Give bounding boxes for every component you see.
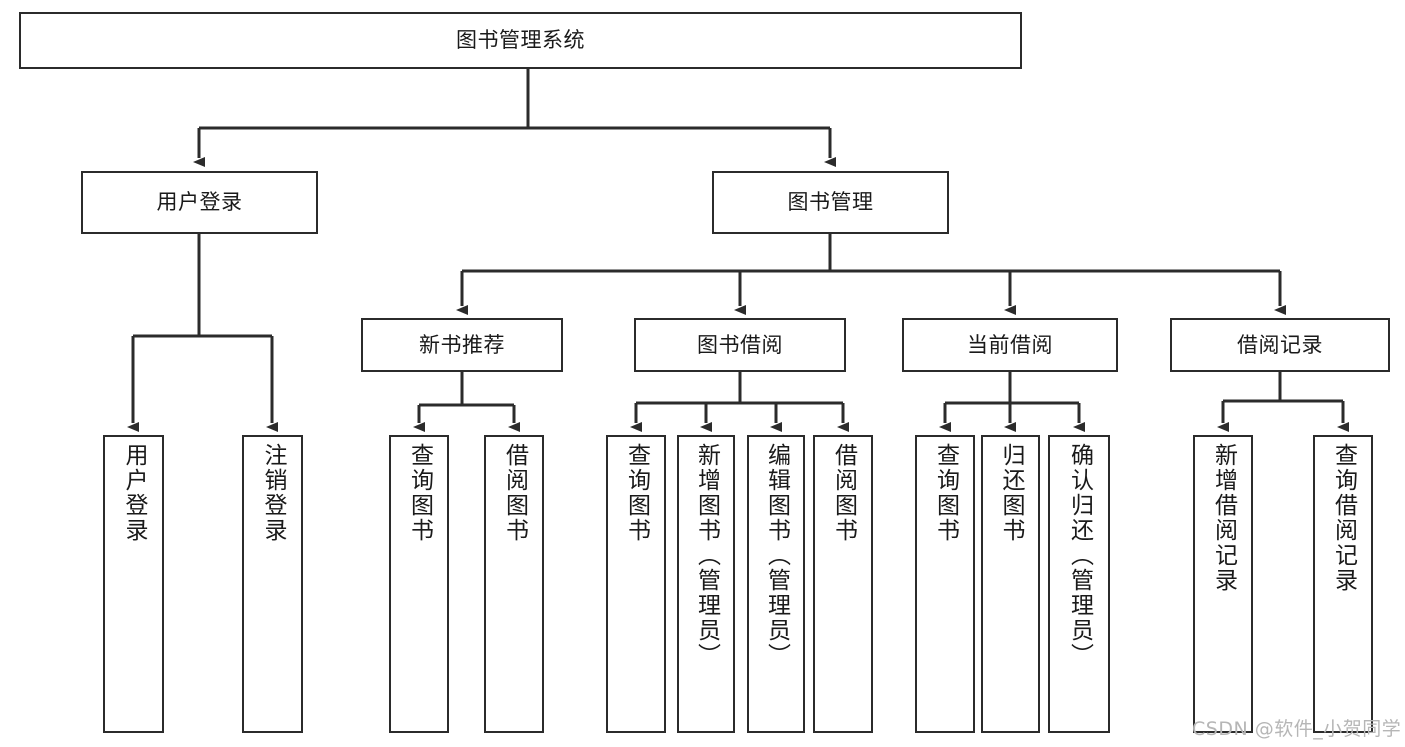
node-leaf-cb-return-book[interactable]: 归还图书 [981, 435, 1040, 733]
node-leaf-cb-query-book[interactable]: 查询图书 [915, 435, 975, 733]
node-leaf-br-add-record-label: 新增借阅记录 [1210, 443, 1237, 593]
node-leaf-user-login-label: 用户登录 [121, 443, 147, 543]
node-leaf-bb-edit-book[interactable]: 编辑图书（管理员） [747, 435, 805, 733]
node-book-manage[interactable]: 图书管理 [712, 171, 949, 234]
node-leaf-bb-edit-book-label: 编辑图书（管理员） [763, 443, 790, 668]
node-current-borrow[interactable]: 当前借阅 [902, 318, 1118, 372]
node-book-borrow-label: 图书借阅 [697, 332, 783, 357]
node-leaf-bb-query-book-label: 查询图书 [623, 443, 650, 543]
node-root[interactable]: 图书管理系统 [19, 12, 1022, 69]
node-leaf-cb-confirm-return-label: 确认归还（管理员） [1066, 443, 1093, 668]
node-leaf-br-query-record-label: 查询借阅记录 [1330, 443, 1357, 593]
node-book-manage-label: 图书管理 [787, 190, 874, 215]
node-leaf-bb-query-book[interactable]: 查询图书 [606, 435, 666, 733]
node-user-login[interactable]: 用户登录 [81, 171, 318, 234]
csdn-watermark: CSDN @软件_小贺同学 [1192, 718, 1402, 740]
node-root-label: 图书管理系统 [456, 28, 585, 53]
node-leaf-logout-label: 注销登录 [260, 443, 286, 543]
node-leaf-bb-add-book-label: 新增图书（管理员） [693, 443, 720, 668]
node-leaf-bb-borrow-book[interactable]: 借阅图书 [813, 435, 873, 733]
node-leaf-nb-borrow-book[interactable]: 借阅图书 [484, 435, 544, 733]
node-borrow-record[interactable]: 借阅记录 [1170, 318, 1390, 372]
node-current-borrow-label: 当前借阅 [967, 332, 1053, 357]
node-leaf-br-add-record[interactable]: 新增借阅记录 [1193, 435, 1253, 733]
node-leaf-bb-borrow-book-label: 借阅图书 [830, 443, 857, 543]
node-leaf-cb-return-book-label: 归还图书 [998, 443, 1024, 543]
node-leaf-cb-confirm-return[interactable]: 确认归还（管理员） [1048, 435, 1110, 733]
node-new-book-recommend-label: 新书推荐 [419, 332, 505, 357]
node-book-borrow[interactable]: 图书借阅 [634, 318, 846, 372]
node-borrow-record-label: 借阅记录 [1237, 332, 1323, 357]
node-new-book-recommend[interactable]: 新书推荐 [361, 318, 563, 372]
node-leaf-nb-query-book[interactable]: 查询图书 [389, 435, 449, 733]
node-leaf-cb-query-book-label: 查询图书 [932, 443, 959, 543]
node-leaf-br-query-record[interactable]: 查询借阅记录 [1313, 435, 1373, 733]
node-leaf-user-login[interactable]: 用户登录 [103, 435, 164, 733]
node-leaf-nb-borrow-book-label: 借阅图书 [501, 443, 528, 543]
node-leaf-bb-add-book[interactable]: 新增图书（管理员） [677, 435, 735, 733]
node-leaf-nb-query-book-label: 查询图书 [406, 443, 433, 543]
node-user-login-label: 用户登录 [156, 190, 243, 215]
node-leaf-logout[interactable]: 注销登录 [242, 435, 303, 733]
